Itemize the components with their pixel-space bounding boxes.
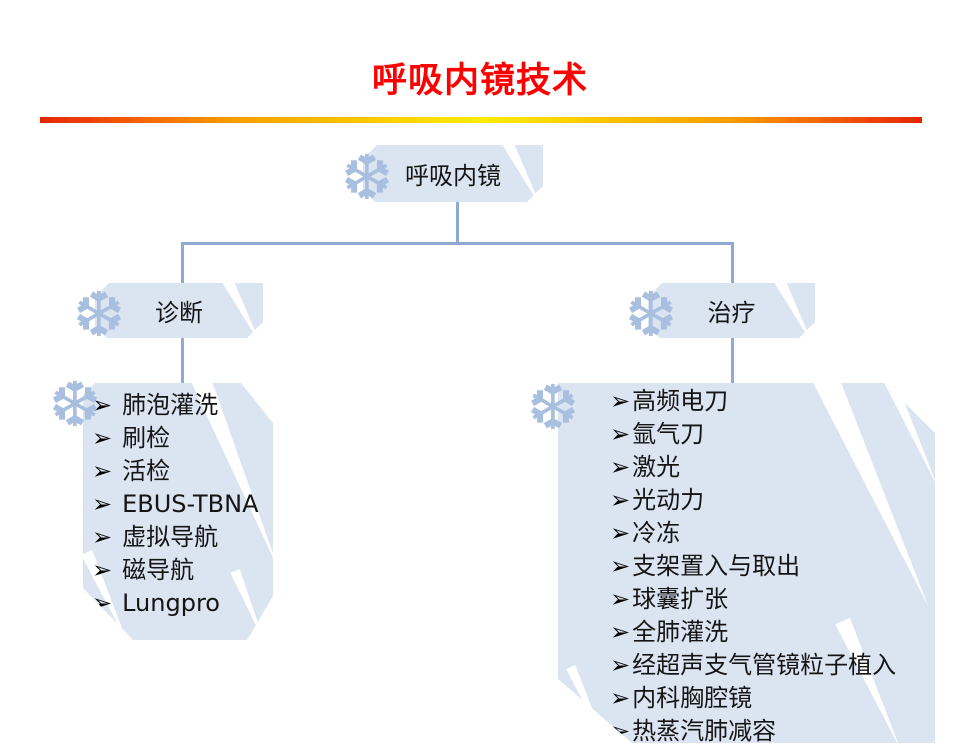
arrow-bullet-icon: ➢ <box>610 420 631 448</box>
list-item: ➢氩气刀 <box>558 418 935 451</box>
list-item: ➢ EBUS-TBNA <box>92 488 273 521</box>
slide: 呼吸内镜技术 呼吸内镜 诊断 治疗 ➢ 肺泡灌洗 ➢ 刷检 ➢ 活检 ➢ EBUS-TB… <box>40 61 960 720</box>
list-item-label: 刷检 <box>122 424 171 452</box>
connector-right-drop <box>731 244 734 284</box>
list-item: ➢ 虚拟导航 <box>92 521 273 554</box>
list-item-label: 活检 <box>122 457 171 485</box>
list-item-label: 全肺灌洗 <box>632 618 729 646</box>
arrow-bullet-icon: ➢ <box>92 523 113 551</box>
root-node: 呼吸内镜 <box>363 145 543 202</box>
branch-node-treatment: 治疗 <box>648 283 815 338</box>
list-item-label: 内科胸腔镜 <box>632 684 753 712</box>
list-item-label: 氩气刀 <box>632 420 705 448</box>
connector-treatment-to-list <box>731 338 734 384</box>
list-item: ➢ 肺泡灌洗 <box>92 389 273 422</box>
page-title: 呼吸内镜技术 <box>371 61 588 101</box>
arrow-bullet-icon: ➢ <box>610 453 631 481</box>
list-item-label: 经超声支气管镜粒子植入 <box>632 651 897 679</box>
treatment-list: ➢高频电刀 ➢氩气刀 ➢激光 ➢光动力 ➢冷冻 ➢支架置入与取出 ➢球囊扩张 ➢… <box>558 383 935 748</box>
arrow-bullet-icon: ➢ <box>92 490 113 518</box>
treatment-node-label: 治疗 <box>707 299 756 327</box>
snowflake-icon: ❆ <box>341 141 393 214</box>
diagnosis-node-label: 诊断 <box>155 299 203 327</box>
list-item-label: 高频电刀 <box>632 387 729 415</box>
list-item: ➢ Lungpro <box>92 587 273 620</box>
slash-decoration <box>499 135 546 212</box>
connector-left-drop <box>181 244 184 284</box>
connector-horizontal <box>181 242 734 245</box>
arrow-bullet-icon: ➢ <box>610 651 631 679</box>
slash-decoration <box>219 273 266 350</box>
list-item: ➢经超声支气管镜粒子植入 <box>558 649 935 682</box>
arrow-bullet-icon: ➢ <box>92 589 113 617</box>
arrow-bullet-icon: ➢ <box>610 486 631 514</box>
snowflake-icon: ❆ <box>73 278 125 351</box>
branch-node-diagnosis: 诊断 <box>95 283 263 338</box>
list-item-label: Lungpro <box>122 589 220 617</box>
arrow-bullet-icon: ➢ <box>610 387 631 415</box>
snowflake-icon: ❆ <box>49 368 101 441</box>
list-item: ➢高频电刀 <box>558 385 935 418</box>
list-item-label: 光动力 <box>632 486 705 514</box>
list-item-label: 热蒸汽肺减容 <box>632 717 777 745</box>
connector-root-vertical <box>456 202 459 243</box>
arrow-bullet-icon: ➢ <box>610 618 631 646</box>
arrow-bullet-icon: ➢ <box>610 684 631 712</box>
slash-decoration <box>771 273 818 350</box>
list-item: ➢ 活检 <box>92 455 273 488</box>
list-item-label: 冷冻 <box>632 519 681 547</box>
arrow-bullet-icon: ➢ <box>92 424 113 452</box>
list-item: ➢冷冻 <box>558 517 935 550</box>
list-item: ➢ 磁导航 <box>92 554 273 587</box>
arrow-bullet-icon: ➢ <box>92 556 113 584</box>
diagnosis-list: ➢ 肺泡灌洗 ➢ 刷检 ➢ 活检 ➢ EBUS-TBNA ➢ 虚拟导航 ➢ 磁导航 ➢ Lun… <box>83 383 273 620</box>
arrow-bullet-icon: ➢ <box>92 457 113 485</box>
arrow-bullet-icon: ➢ <box>610 585 631 613</box>
list-item: ➢球囊扩张 <box>558 583 935 616</box>
list-item: ➢ 刷检 <box>92 422 273 455</box>
list-item-label: 肺泡灌洗 <box>122 391 219 419</box>
treatment-list-panel: ➢高频电刀 ➢氩气刀 ➢激光 ➢光动力 ➢冷冻 ➢支架置入与取出 ➢球囊扩张 ➢… <box>558 383 935 743</box>
arrow-bullet-icon: ➢ <box>92 391 113 419</box>
list-item-label: EBUS-TBNA <box>122 490 259 518</box>
list-item-label: 支架置入与取出 <box>632 552 801 580</box>
list-item: ➢激光 <box>558 451 935 484</box>
title-divider <box>40 117 922 123</box>
root-node-label: 呼吸内镜 <box>405 162 501 190</box>
list-item: ➢光动力 <box>558 484 935 517</box>
arrow-bullet-icon: ➢ <box>610 519 631 547</box>
list-item-label: 球囊扩张 <box>632 585 729 613</box>
list-item: ➢内科胸腔镜 <box>558 682 935 715</box>
list-item-label: 激光 <box>632 453 681 481</box>
list-item: ➢全肺灌洗 <box>558 616 935 649</box>
snowflake-icon: ❆ <box>625 278 677 351</box>
connector-diagnosis-to-list <box>181 338 184 384</box>
list-item-label: 磁导航 <box>122 556 195 584</box>
snowflake-icon: ❆ <box>527 371 579 444</box>
arrow-bullet-icon: ➢ <box>610 717 631 745</box>
diagnosis-list-panel: ➢ 肺泡灌洗 ➢ 刷检 ➢ 活检 ➢ EBUS-TBNA ➢ 虚拟导航 ➢ 磁导航 ➢ Lun… <box>83 383 273 640</box>
list-item: ➢支架置入与取出 <box>558 550 935 583</box>
arrow-bullet-icon: ➢ <box>610 552 631 580</box>
list-item-label: 虚拟导航 <box>122 523 219 551</box>
